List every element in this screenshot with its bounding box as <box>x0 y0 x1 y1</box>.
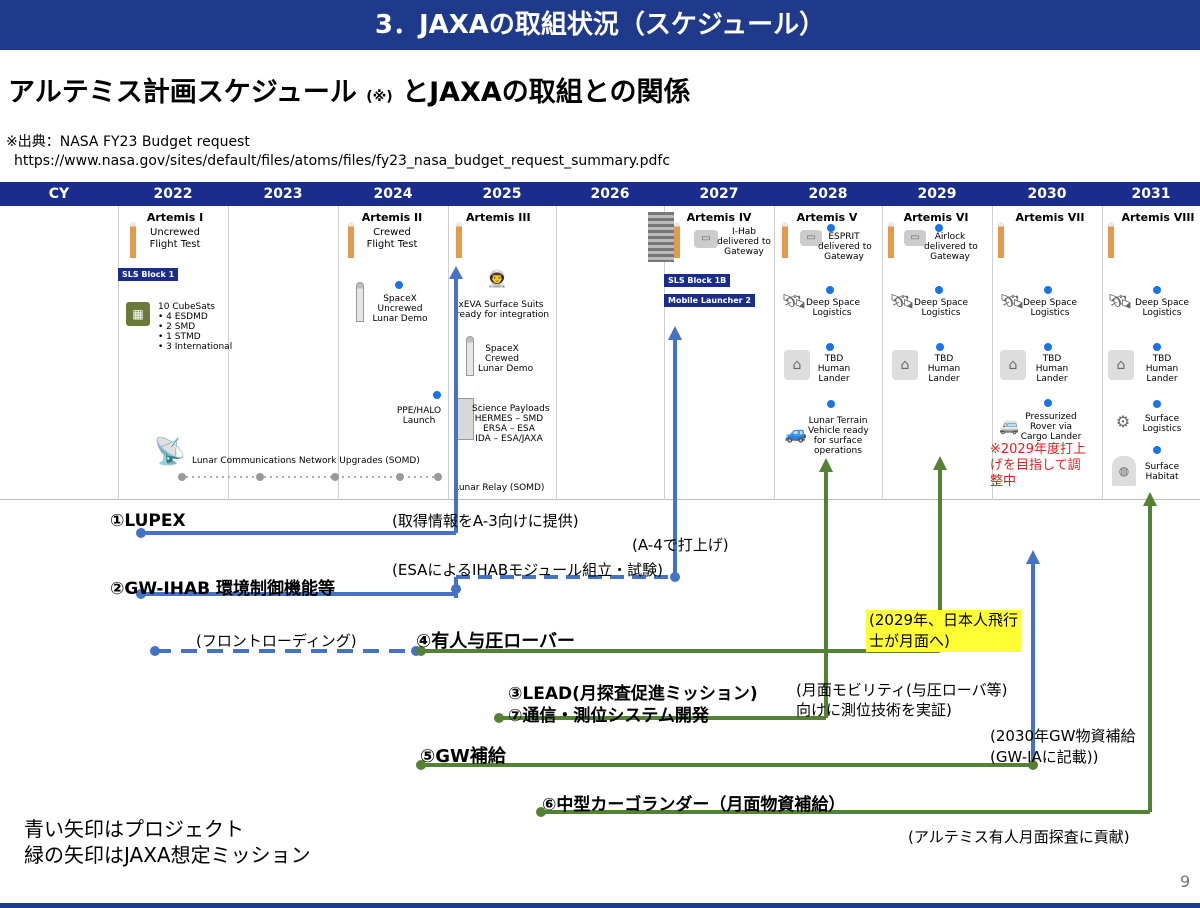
project-cargo-lander: ⑥中型カーゴランダー（月面物資補給） <box>542 790 845 815</box>
note-lunar-mobility-line: 向けに測位技術を実証) <box>796 700 1008 720</box>
note-artemis-contribution: (アルテミス有人月面探査に貢献) <box>908 826 1130 847</box>
note-lunar-mobility-line: (月面モビリティ(与圧ローバ等) <box>796 680 1008 700</box>
project-gw-ihab: ②GW-IHAB 環境制御機能等 <box>110 574 335 599</box>
note-gw-supply-line: (GW-IAに記載)) <box>990 747 1135 768</box>
legend: 青い矢印はプロジェクト 緑の矢印はJAXA想定ミッション <box>24 816 311 868</box>
legend-green: 緑の矢印はJAXA想定ミッション <box>24 842 311 868</box>
page-number: 9 <box>1180 872 1190 891</box>
note-lunar-mobility: (月面モビリティ(与圧ローバ等) 向けに測位技術を実証) <box>796 680 1008 720</box>
note-japanese-astronaut-line: 士が月面へ) <box>869 631 1018 652</box>
note-esa-ihab: (ESAによるIHABモジュール組立・試験) <box>392 559 663 580</box>
note-lupex: (取得情報をA-3向けに提供) <box>392 510 579 531</box>
note-gw-supply-line: (2030年GW物資補給 <box>990 726 1135 747</box>
note-japanese-astronaut-line: (2029年、日本人飛行 <box>869 610 1018 631</box>
project-pressurized-rover: ④有人与圧ローバー <box>416 627 575 653</box>
note-frontloading: (フロントローディング) <box>196 630 357 651</box>
legend-blue: 青い矢印はプロジェクト <box>24 816 311 842</box>
project-comm-positioning: ⑦通信・測位システム開発 <box>508 701 709 726</box>
note-japanese-astronaut: (2029年、日本人飛行 士が月面へ) <box>866 610 1021 652</box>
project-gw-supply: ⑤GW補給 <box>420 742 506 768</box>
note-a4-launch: (A-4で打上げ) <box>632 534 729 555</box>
note-gw-supply: (2030年GW物資補給 (GW-IAに記載)) <box>990 726 1135 768</box>
project-lupex: ①LUPEX <box>110 511 186 531</box>
footer-bar <box>0 903 1200 908</box>
